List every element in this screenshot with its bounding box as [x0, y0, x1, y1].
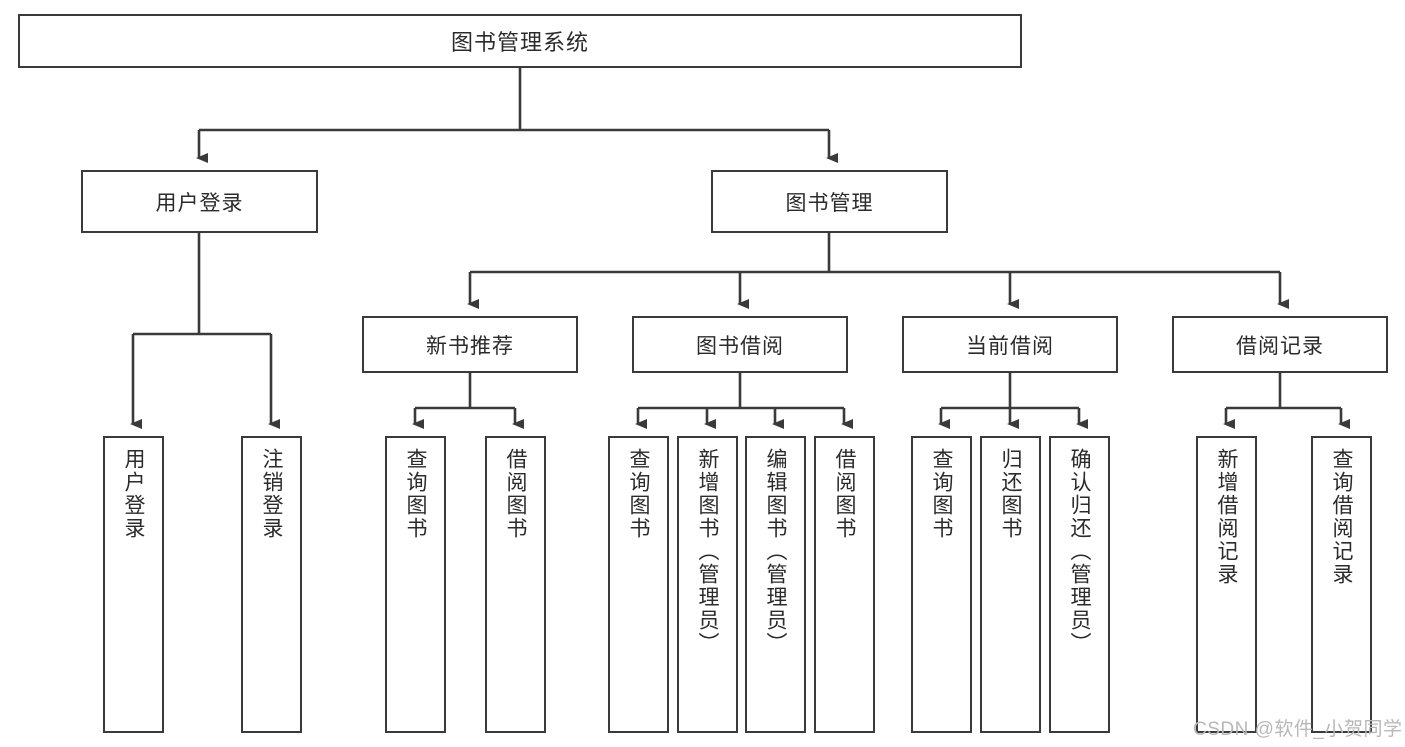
node-label: 用户登录 — [122, 448, 145, 540]
leaf-borrow-edit-book-admin[interactable]: 编辑图书（管理员） — [745, 436, 806, 733]
node-book-borrow[interactable]: 图书借阅 — [632, 316, 848, 373]
node-label: 编辑图书（管理员） — [764, 448, 787, 655]
node-label: 注销登录 — [260, 448, 283, 540]
node-book-management[interactable]: 图书管理 — [711, 170, 948, 233]
node-label: 查询图书 — [930, 448, 953, 540]
node-label: 图书管理 — [785, 191, 874, 215]
leaf-current-query-book[interactable]: 查询图书 — [911, 436, 972, 733]
leaf-user-login-logout[interactable]: 注销登录 — [241, 436, 302, 733]
leaf-record-add-record[interactable]: 新增借阅记录 — [1196, 436, 1257, 733]
node-label: 查询图书 — [404, 448, 427, 540]
node-label: 查询图书 — [627, 448, 650, 540]
csdn-watermark: CSDN @软件_小贺同学 — [1193, 719, 1403, 740]
leaf-current-return-book[interactable]: 归还图书 — [980, 436, 1041, 733]
node-label: 图书管理系统 — [450, 30, 589, 55]
node-label: 借阅记录 — [1236, 334, 1324, 358]
leaf-borrow-borrow-book[interactable]: 借阅图书 — [814, 436, 875, 733]
node-label: 新增借阅记录 — [1215, 448, 1238, 586]
node-label: 借阅图书 — [504, 448, 527, 540]
node-current-borrow[interactable]: 当前借阅 — [902, 316, 1118, 373]
leaf-user-login-login[interactable]: 用户登录 — [103, 436, 164, 733]
leaf-borrow-add-book-admin[interactable]: 新增图书（管理员） — [677, 436, 738, 733]
node-label: 用户登录 — [155, 191, 244, 215]
node-label: 当前借阅 — [966, 334, 1054, 358]
node-user-login[interactable]: 用户登录 — [81, 170, 318, 233]
node-label: 查询借阅记录 — [1330, 448, 1353, 586]
leaf-record-query-record[interactable]: 查询借阅记录 — [1311, 436, 1372, 733]
node-label: 归还图书 — [999, 448, 1022, 540]
node-root-system[interactable]: 图书管理系统 — [18, 14, 1022, 68]
leaf-recommend-borrow-book[interactable]: 借阅图书 — [485, 436, 546, 733]
node-label: 图书借阅 — [696, 334, 784, 358]
node-label: 借阅图书 — [833, 448, 856, 540]
node-borrow-record[interactable]: 借阅记录 — [1172, 316, 1388, 373]
node-label: 新书推荐 — [426, 334, 514, 358]
node-new-book-recommend[interactable]: 新书推荐 — [362, 316, 578, 373]
leaf-current-confirm-return-admin[interactable]: 确认归还（管理员） — [1049, 436, 1110, 733]
leaf-recommend-query-book[interactable]: 查询图书 — [385, 436, 446, 733]
node-label: 确认归还（管理员） — [1068, 448, 1091, 655]
node-label: 新增图书（管理员） — [696, 448, 719, 655]
leaf-borrow-query-book[interactable]: 查询图书 — [608, 436, 669, 733]
